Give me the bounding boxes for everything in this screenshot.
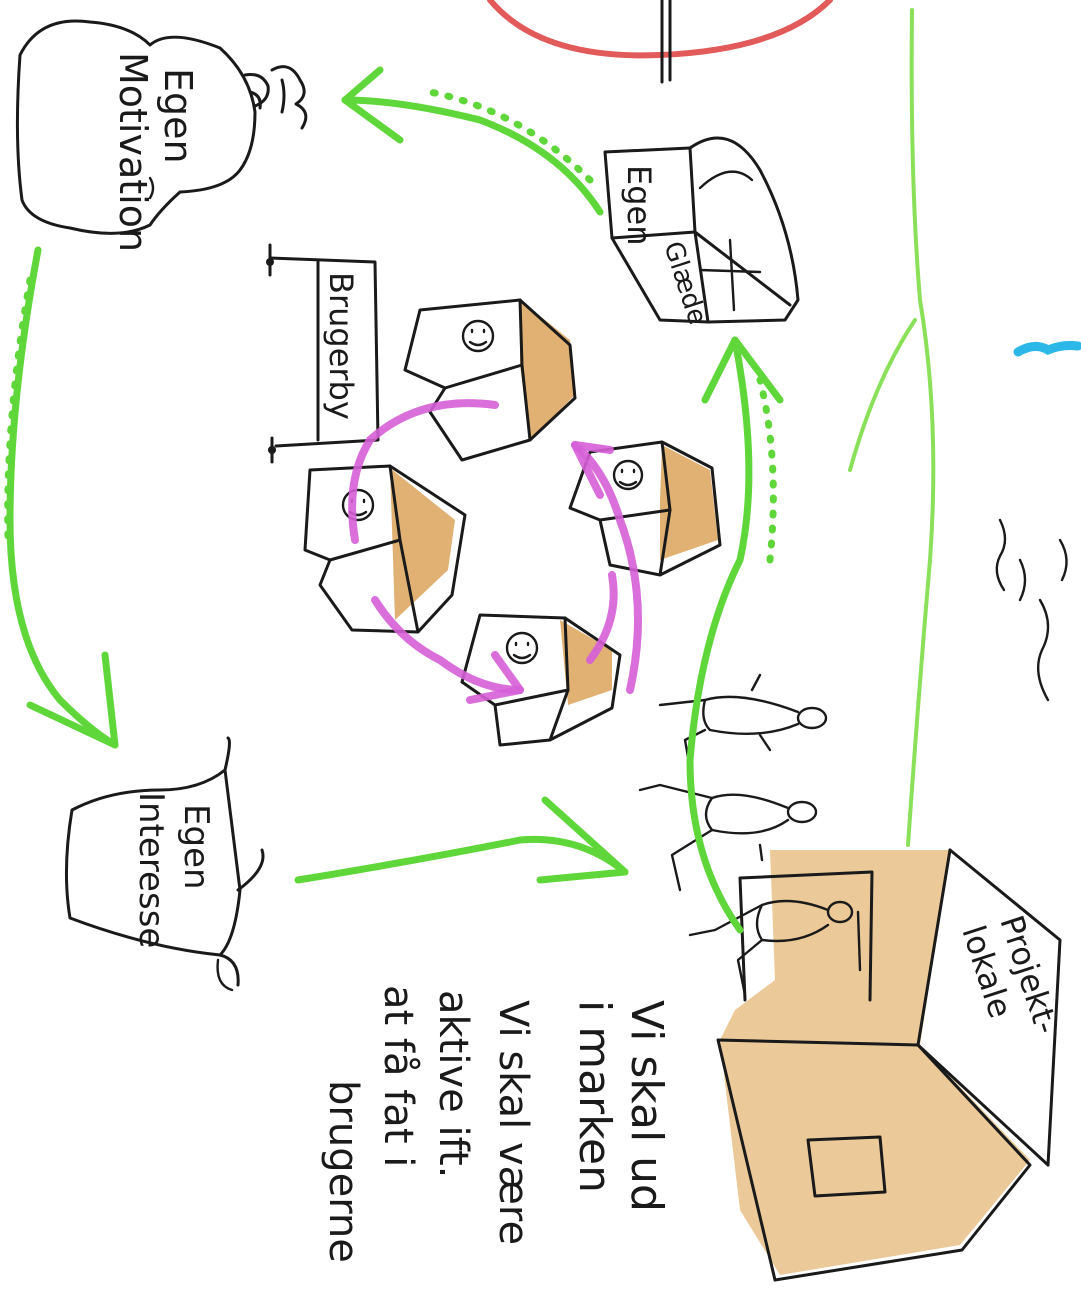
interest-label-line1: Egen bbox=[176, 804, 216, 890]
motivation-bag-icon bbox=[15, 19, 308, 235]
note-line2: i marken bbox=[569, 1000, 620, 1193]
red-circle-fragment bbox=[487, 0, 833, 84]
joy-label-line1: Egen bbox=[620, 165, 658, 246]
notes: Vi skal ud i marken Vi skal være aktive … bbox=[320, 985, 672, 1263]
note-line3: Vi skal være bbox=[490, 1000, 536, 1245]
signpost-icon bbox=[266, 243, 380, 464]
smiley-house-icon bbox=[568, 440, 722, 577]
smiley-house-icon bbox=[403, 298, 577, 462]
note-line1: Vi skal ud bbox=[621, 1000, 672, 1212]
person-icon bbox=[688, 899, 854, 997]
cycle-arrows bbox=[348, 399, 642, 704]
flow-arrows bbox=[4, 8, 936, 934]
motivation-label-line1: Egen bbox=[156, 68, 200, 164]
grass-squiggles bbox=[995, 518, 1068, 702]
joy-chest-icon bbox=[603, 136, 800, 324]
note-line4: aktive ift. bbox=[430, 990, 476, 1178]
village-sign-label: Brugerby bbox=[322, 272, 360, 420]
smiley-house-icon bbox=[303, 464, 467, 634]
note-line5: at få fat i bbox=[375, 985, 421, 1167]
motivation-label-line2: Motivation bbox=[111, 52, 155, 252]
water-mark-icon bbox=[1013, 341, 1081, 357]
smiley-house-icon bbox=[460, 613, 622, 747]
interest-bag-icon bbox=[64, 736, 265, 992]
person-icon bbox=[658, 673, 828, 770]
joy-label-line2: Glæde bbox=[657, 238, 712, 328]
note-line6: brugerne bbox=[320, 1080, 366, 1263]
interest-label-line2: Interesse bbox=[131, 792, 171, 948]
project-house-icon bbox=[716, 848, 1062, 1282]
